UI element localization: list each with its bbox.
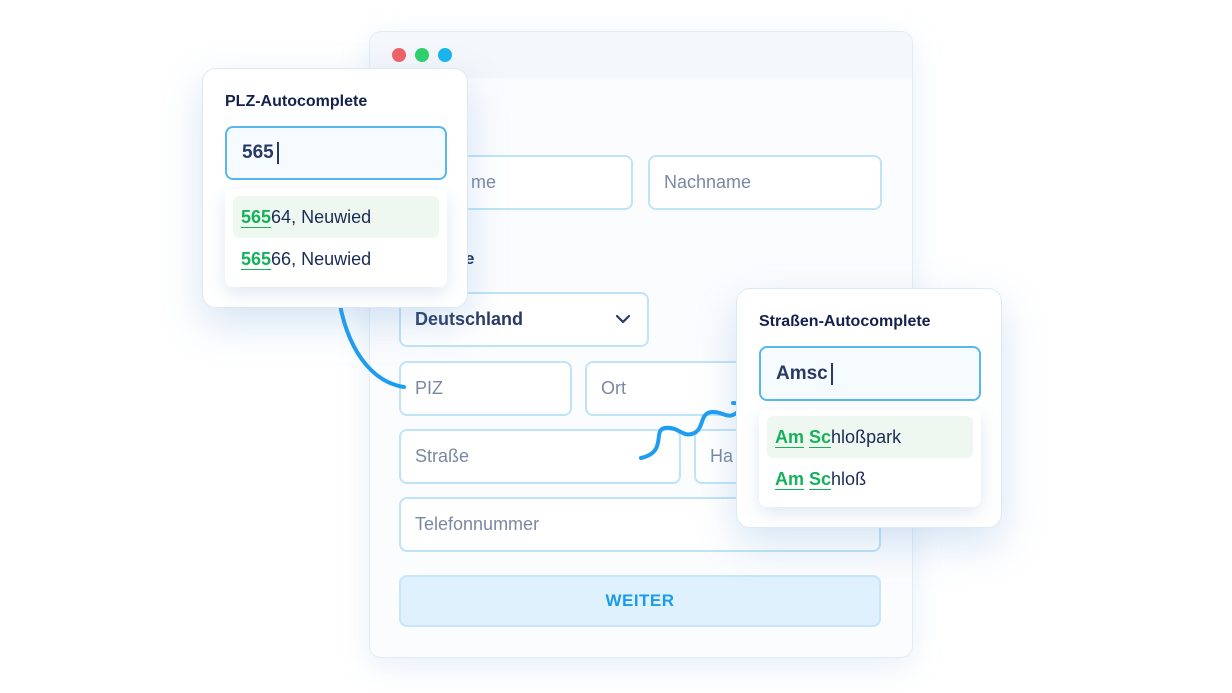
suggestion-match: Am	[775, 426, 805, 447]
nachname-placeholder: Nachname	[664, 172, 752, 192]
hausnummer-placeholder: Ha	[710, 446, 734, 466]
plz-autocomplete-input[interactable]: 565	[225, 126, 447, 180]
suggestion-match: Sc	[809, 426, 832, 447]
strasse-placeholder: Straße	[415, 446, 470, 466]
suggestion-match: 565	[241, 206, 272, 227]
suggestion-rest: 64, Neuwied	[271, 206, 372, 227]
street-autocomplete-input[interactable]: Amsc	[759, 346, 981, 401]
country-select-value: Deutschland	[415, 309, 524, 329]
close-window-dot[interactable]	[392, 48, 406, 62]
suggestion-rest: hloßpark	[831, 426, 902, 447]
street-popup-title: Straßen-Autocomplete	[759, 313, 931, 330]
suggestion-match: Am	[775, 468, 805, 489]
vorname-placeholder: me	[471, 172, 497, 192]
street-connector-arrow	[639, 403, 750, 460]
strasse-field[interactable]: Straße	[399, 429, 681, 484]
plz-input-value: 565	[242, 142, 274, 163]
maximize-window-dot[interactable]	[415, 48, 429, 62]
weiter-button[interactable]: WEITER	[399, 575, 881, 627]
nachname-field[interactable]: Nachname	[648, 155, 882, 210]
ort-placeholder: Ort	[601, 378, 626, 398]
street-input-value: Amsc	[776, 362, 828, 384]
suggestion-match: 565	[241, 248, 272, 269]
chevron-down-icon	[615, 311, 631, 329]
telefon-placeholder: Telefonnummer	[415, 514, 540, 534]
plz-popup-title: PLZ-Autocomplete	[225, 93, 368, 110]
text-caret	[276, 142, 279, 164]
text-caret	[830, 362, 833, 385]
plz-placeholder: PIZ	[415, 378, 444, 398]
suggestion-rest: 66, Neuwied	[271, 248, 372, 269]
plz-field[interactable]: PIZ	[399, 361, 572, 416]
suggestion-rest: hloß	[831, 468, 867, 489]
minimize-window-dot[interactable]	[438, 48, 452, 62]
suggestion-match: Sc	[809, 468, 832, 489]
address-section-label: e	[465, 249, 475, 268]
plz-connector-arrow	[336, 291, 406, 389]
